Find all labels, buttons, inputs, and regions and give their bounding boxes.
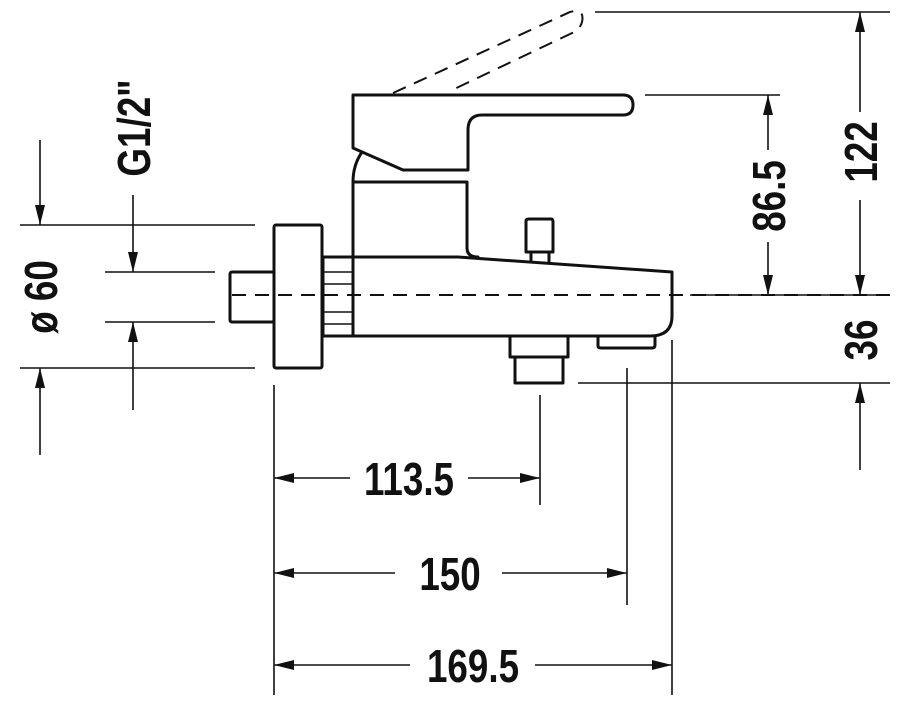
- aerator-lip: [596, 334, 657, 350]
- dim-thread-g1-2: G1/2": [108, 79, 160, 176]
- dim-122: 122: [835, 121, 887, 182]
- inlet-pipe: [228, 270, 276, 324]
- wall-flange: [272, 223, 324, 370]
- spout-body: [351, 255, 674, 338]
- dim-150: 150: [419, 548, 480, 600]
- lever: [351, 93, 635, 172]
- extension-lines: [20, 11, 890, 695]
- cartridge-neck: [351, 150, 364, 184]
- faucet-outline: [228, 10, 890, 385]
- lever-open-position: [392, 10, 584, 94]
- dim-169-5: 169.5: [427, 640, 519, 692]
- cartridge-body: [351, 180, 480, 259]
- diverter-button: [524, 217, 555, 263]
- dim-113-5: 113.5: [364, 453, 454, 505]
- dim-36: 36: [835, 320, 887, 361]
- outlet: [508, 334, 570, 385]
- dimension-lines: [35, 12, 865, 670]
- dim-diameter-60: ø 60: [15, 260, 67, 334]
- dimension-labels: 122 86.5 36 ø 60 G1/2" 113.5 150 169.5: [15, 79, 887, 692]
- dim-86-5: 86.5: [743, 160, 795, 232]
